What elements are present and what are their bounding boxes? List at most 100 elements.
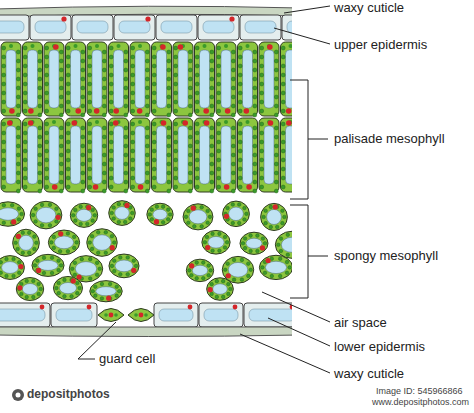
chloroplast [88, 167, 92, 171]
chloroplast [12, 257, 16, 261]
chloroplast [38, 68, 42, 72]
vacuole [203, 21, 234, 33]
chloroplast [66, 232, 70, 236]
chloroplast [16, 77, 20, 81]
chloroplast [215, 295, 219, 299]
chloroplast [279, 237, 283, 241]
nucleus [182, 120, 188, 126]
chloroplast [281, 91, 285, 95]
chloroplast [88, 55, 92, 59]
chloroplast [207, 273, 211, 277]
chloroplast [155, 205, 159, 209]
chloroplast [150, 208, 154, 212]
chloroplast [91, 289, 95, 293]
chloroplast [23, 73, 27, 77]
chloroplast [88, 109, 92, 113]
chloroplast [195, 46, 199, 50]
chloroplast [231, 68, 235, 72]
chloroplast [66, 73, 70, 77]
vacuole [265, 261, 286, 273]
chloroplast [57, 259, 61, 263]
chloroplast [281, 122, 285, 126]
nucleus [58, 231, 63, 236]
chloroplast [253, 171, 257, 175]
vacuole [157, 50, 167, 108]
chloroplast [274, 126, 278, 130]
chloroplast [2, 167, 6, 171]
palisade-cell [152, 118, 172, 192]
chloroplast [217, 176, 221, 180]
palisade-cell [238, 42, 258, 116]
chloroplast [112, 241, 116, 245]
chloroplast [217, 122, 221, 126]
chloroplast [200, 205, 204, 209]
chloroplast [253, 144, 257, 148]
structure-label: guard cell [99, 352, 155, 366]
chloroplast [38, 95, 42, 99]
chloroplast [88, 131, 92, 135]
chloroplast [16, 162, 20, 166]
chloroplast [59, 68, 63, 72]
palisade-cell [130, 118, 150, 192]
chloroplast [124, 135, 128, 139]
chloroplast [264, 221, 268, 225]
chloroplast [238, 131, 242, 135]
chloroplast [59, 50, 63, 54]
chloroplast [174, 91, 178, 95]
chloroplast [45, 109, 49, 113]
chloroplast [253, 126, 257, 130]
nucleus [113, 108, 119, 114]
chloroplast [261, 237, 265, 241]
vacuole [93, 235, 111, 251]
chloroplast [221, 295, 225, 299]
chloroplast [131, 176, 135, 180]
chloroplast [167, 95, 171, 99]
chloroplast [23, 131, 27, 135]
nucleus [137, 108, 143, 114]
chloroplast [256, 234, 260, 238]
vacuole [208, 236, 224, 248]
chloroplast [188, 59, 192, 63]
chloroplast [152, 167, 156, 171]
chloroplast [231, 77, 235, 81]
nucleus [113, 120, 119, 126]
chloroplast [90, 234, 94, 238]
vacuole [178, 50, 188, 108]
chloroplast [217, 149, 221, 153]
vacuole [115, 260, 133, 272]
chloroplast [45, 122, 49, 126]
chloroplast [285, 271, 289, 275]
chloroplast [20, 212, 24, 216]
chloroplast [217, 55, 221, 59]
nucleus [71, 278, 76, 283]
watermark: depositphotos [27, 388, 110, 401]
nucleus [53, 44, 59, 50]
chloroplast [274, 162, 278, 166]
waxy-cuticle-band [0, 327, 292, 337]
spongy-cell [87, 229, 117, 257]
nucleus [154, 219, 159, 224]
chloroplast [167, 144, 171, 148]
chloroplast [281, 55, 285, 59]
chloroplast [269, 225, 273, 229]
chloroplast [2, 140, 6, 144]
chloroplast [281, 73, 285, 77]
chloroplast [76, 291, 80, 295]
chloroplast [253, 86, 257, 90]
chloroplast [71, 214, 75, 218]
chloroplast [260, 64, 264, 68]
vacuole [264, 126, 274, 184]
chloroplast [112, 259, 116, 263]
chloroplast [16, 126, 20, 130]
chloroplast [98, 267, 102, 271]
chloroplast [59, 77, 63, 81]
chloroplast [231, 50, 235, 54]
chloroplast [217, 131, 221, 135]
chloroplast [253, 77, 257, 81]
spongy-cell [186, 259, 213, 281]
chloroplast [274, 95, 278, 99]
chloroplast [59, 126, 63, 130]
chloroplast [167, 68, 171, 72]
chloroplast [174, 176, 178, 180]
chloroplast [81, 135, 85, 139]
